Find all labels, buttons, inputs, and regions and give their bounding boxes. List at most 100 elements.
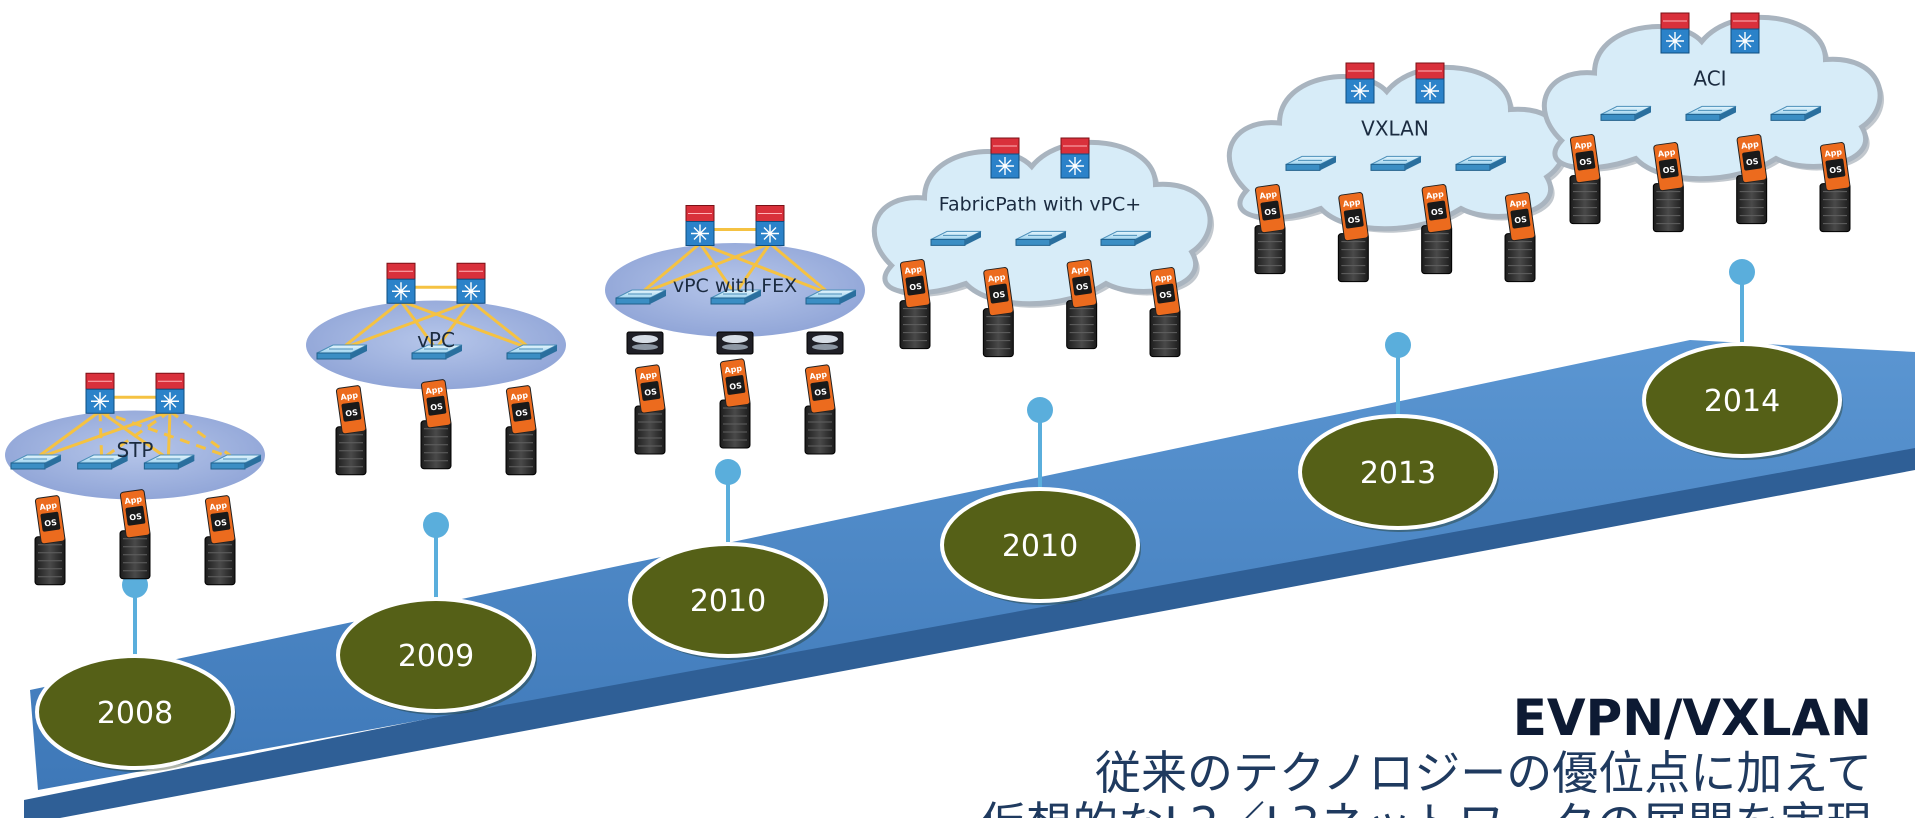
os-label: OS [129,512,143,523]
year-label: 2010 [690,584,766,619]
year-badge [1642,342,1842,458]
app-label: App [209,501,228,512]
leaf-switch-icon [10,454,62,470]
link-line [733,242,772,295]
link-line [639,242,771,296]
os-label: OS [814,387,828,398]
app-label: App [39,501,58,512]
year-badge [628,542,828,658]
leaf-switch-icon [506,344,558,360]
os-label: OS [430,402,444,413]
cloud-shape [1541,14,1883,182]
app-label: App [340,391,359,402]
os-label: OS [644,387,658,398]
leaf-switch-icon [1370,155,1422,171]
app-label: App [1071,265,1090,276]
fex-icon [626,331,664,355]
cloud-shape [871,139,1213,307]
link-line [699,242,831,296]
os-label: OS [1347,215,1361,226]
spine-switch-icon [155,372,185,414]
link-line [166,411,172,460]
spine-switch-icon [456,262,486,304]
leaf-switch-icon [615,289,667,305]
app-label: App [1824,148,1843,159]
spine-switch-icon [755,205,785,246]
spine-switch-icon [1730,12,1760,54]
app-label: App [124,495,143,506]
spine-switch-icon [386,262,416,304]
os-label: OS [345,408,359,419]
leaf-switch-icon [805,289,857,305]
app-label: App [639,370,658,381]
app-label: App [1259,190,1278,201]
os-label: OS [1514,215,1528,226]
leaf-switch-icon [411,344,463,360]
app-label: App [1426,190,1445,201]
caption-line2: 仮想的なL2／L3ネットワークの展開を実現 [980,797,1872,818]
year-label: 2010 [1002,529,1078,564]
os-label: OS [214,518,228,529]
leaf-switch-icon [1685,105,1737,121]
milestone-label: vPC [417,328,455,352]
spine-switch-icon [85,372,115,414]
app-label: App [425,385,444,396]
app-label: App [510,391,529,402]
os-label: OS [729,381,743,392]
year-badge [336,597,536,713]
app-label: App [904,265,923,276]
link-line [698,242,737,295]
spine-switch-icon [1060,137,1090,179]
year-label: 2013 [1360,456,1436,491]
milestone-label: VXLAN [1361,117,1429,141]
leaf-switch-icon [1285,155,1337,171]
connector-dot [423,512,449,538]
app-label: App [1741,140,1760,151]
link-line [434,300,473,350]
leaf-switch-icon [316,344,368,360]
connector-dot [715,459,741,485]
fex-icon [806,331,844,355]
app-label: App [987,273,1006,284]
app-label: App [1574,140,1593,151]
os-label: OS [1579,157,1593,168]
link-line [639,242,701,296]
milestone-label: vPC with FEX [673,275,797,297]
spine-switch-icon [1415,62,1445,104]
os-label: OS [44,518,58,529]
milestone-label: ACI [1693,67,1726,91]
year-badge [1298,414,1498,530]
os-label: OS [1829,165,1843,176]
os-label: OS [1745,157,1759,168]
caption-line1: 従来のテクノロジーの優位点に加えて [1095,746,1872,800]
leaf-switch-icon [1600,105,1652,121]
spine-switch-icon [1660,12,1690,54]
fex-icon [716,331,754,355]
caption-title: EVPN/VXLAN [1513,689,1872,747]
os-label: OS [1662,165,1676,176]
os-label: OS [1159,290,1173,301]
os-label: OS [1075,282,1089,293]
